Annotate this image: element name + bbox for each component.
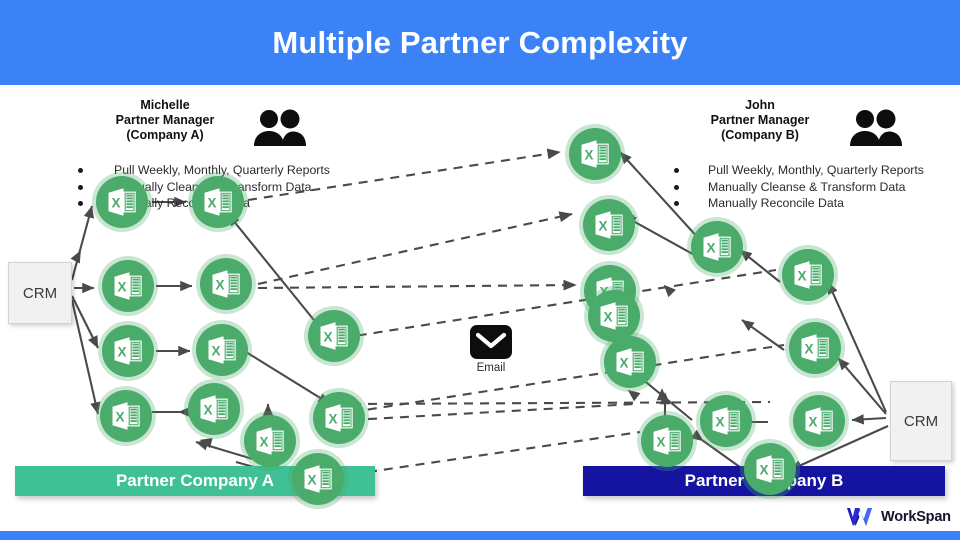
svg-text:X: X bbox=[804, 341, 813, 356]
svg-text:X: X bbox=[584, 147, 593, 162]
excel-node-company-b-10[interactable]: X bbox=[793, 395, 845, 447]
persona-role: Partner Manager bbox=[710, 113, 810, 127]
envelope-icon bbox=[470, 325, 512, 359]
workspan-w-icon bbox=[847, 508, 872, 526]
svg-text:X: X bbox=[603, 309, 612, 324]
list-item: Manually Reconcile Data bbox=[674, 195, 924, 212]
svg-text:X: X bbox=[328, 411, 337, 426]
excel-node-company-b-7[interactable]: X bbox=[604, 336, 656, 388]
excel-node-company-a-5[interactable]: X bbox=[196, 324, 248, 376]
excel-node-company-b-8[interactable]: X bbox=[641, 415, 693, 467]
excel-node-company-a-8[interactable]: X bbox=[188, 383, 240, 435]
svg-text:X: X bbox=[323, 329, 332, 344]
persona-company: (Company B) bbox=[721, 128, 799, 142]
svg-text:X: X bbox=[598, 218, 607, 233]
excel-node-company-a-1[interactable]: X bbox=[192, 176, 244, 228]
excel-node-company-a-3[interactable]: X bbox=[200, 258, 252, 310]
partner-company-a-label: Partner Company A bbox=[115, 471, 275, 490]
people-icon bbox=[252, 108, 308, 153]
list-item: Manually Cleanse & Transform Data bbox=[674, 179, 924, 196]
email-node: Email bbox=[459, 325, 523, 374]
footer-accent-strip bbox=[0, 531, 960, 540]
svg-text:X: X bbox=[117, 344, 126, 359]
responsibilities-list-right: Pull Weekly, Monthly, Quarterly Reports … bbox=[668, 162, 924, 212]
svg-text:X: X bbox=[808, 414, 817, 429]
svg-text:X: X bbox=[706, 240, 715, 255]
excel-node-company-a-10[interactable]: X bbox=[313, 392, 365, 444]
excel-node-company-a-0[interactable]: X bbox=[96, 176, 148, 228]
excel-node-company-a-2[interactable]: X bbox=[102, 260, 154, 312]
crm-box-right[interactable]: CRM bbox=[890, 381, 952, 461]
svg-text:X: X bbox=[111, 195, 120, 210]
workspan-wordmark: WorkSpan bbox=[881, 509, 951, 525]
svg-text:X: X bbox=[759, 462, 768, 477]
excel-node-company-b-9[interactable]: X bbox=[700, 395, 752, 447]
svg-text:X: X bbox=[215, 277, 224, 292]
persona-name: Michelle bbox=[140, 98, 190, 112]
svg-text:X: X bbox=[115, 409, 124, 424]
svg-text:X: X bbox=[207, 195, 216, 210]
svg-text:X: X bbox=[797, 268, 806, 283]
excel-node-company-b-5[interactable]: X bbox=[588, 290, 640, 342]
crm-box-left[interactable]: CRM bbox=[8, 262, 72, 324]
svg-text:X: X bbox=[211, 343, 220, 358]
excel-node-company-b-11[interactable]: X bbox=[744, 443, 796, 495]
crm-label: CRM bbox=[22, 284, 58, 302]
list-item: Pull Weekly, Monthly, Quarterly Reports bbox=[674, 162, 924, 179]
persona-michelle: Michelle Partner Manager (Company A) bbox=[80, 98, 250, 143]
svg-text:X: X bbox=[259, 434, 268, 449]
excel-node-company-b-0[interactable]: X bbox=[569, 128, 621, 180]
excel-node-company-a-4[interactable]: X bbox=[102, 325, 154, 377]
excel-node-company-b-4[interactable]: X bbox=[782, 249, 834, 301]
persona-name: John bbox=[745, 98, 775, 112]
crm-label: CRM bbox=[903, 412, 939, 430]
list-item: Pull Weekly, Monthly, Quarterly Reports bbox=[78, 162, 330, 179]
persona-company: (Company A) bbox=[126, 128, 204, 142]
svg-text:X: X bbox=[117, 279, 126, 294]
excel-node-company-b-2[interactable]: X bbox=[691, 221, 743, 273]
excel-node-company-b-6[interactable]: X bbox=[789, 322, 841, 374]
persona-john: John Partner Manager (Company B) bbox=[675, 98, 845, 143]
svg-text:X: X bbox=[715, 414, 724, 429]
people-icon bbox=[848, 108, 904, 153]
email-label: Email bbox=[476, 362, 506, 374]
excel-node-company-b-1[interactable]: X bbox=[583, 199, 635, 251]
svg-text:X: X bbox=[656, 434, 665, 449]
svg-text:X: X bbox=[307, 472, 316, 487]
svg-text:X: X bbox=[619, 355, 628, 370]
excel-node-company-a-9[interactable]: X bbox=[244, 415, 296, 467]
excel-node-company-a-11[interactable]: X bbox=[292, 453, 344, 505]
excel-node-company-a-7[interactable]: X bbox=[100, 390, 152, 442]
svg-text:X: X bbox=[203, 402, 212, 417]
excel-node-company-a-6[interactable]: X bbox=[308, 310, 360, 362]
page-title: Multiple Partner Complexity bbox=[272, 25, 688, 60]
header-bar bbox=[0, 0, 960, 85]
persona-role: Partner Manager bbox=[115, 113, 215, 127]
workspan-logo: WorkSpan bbox=[846, 506, 951, 528]
